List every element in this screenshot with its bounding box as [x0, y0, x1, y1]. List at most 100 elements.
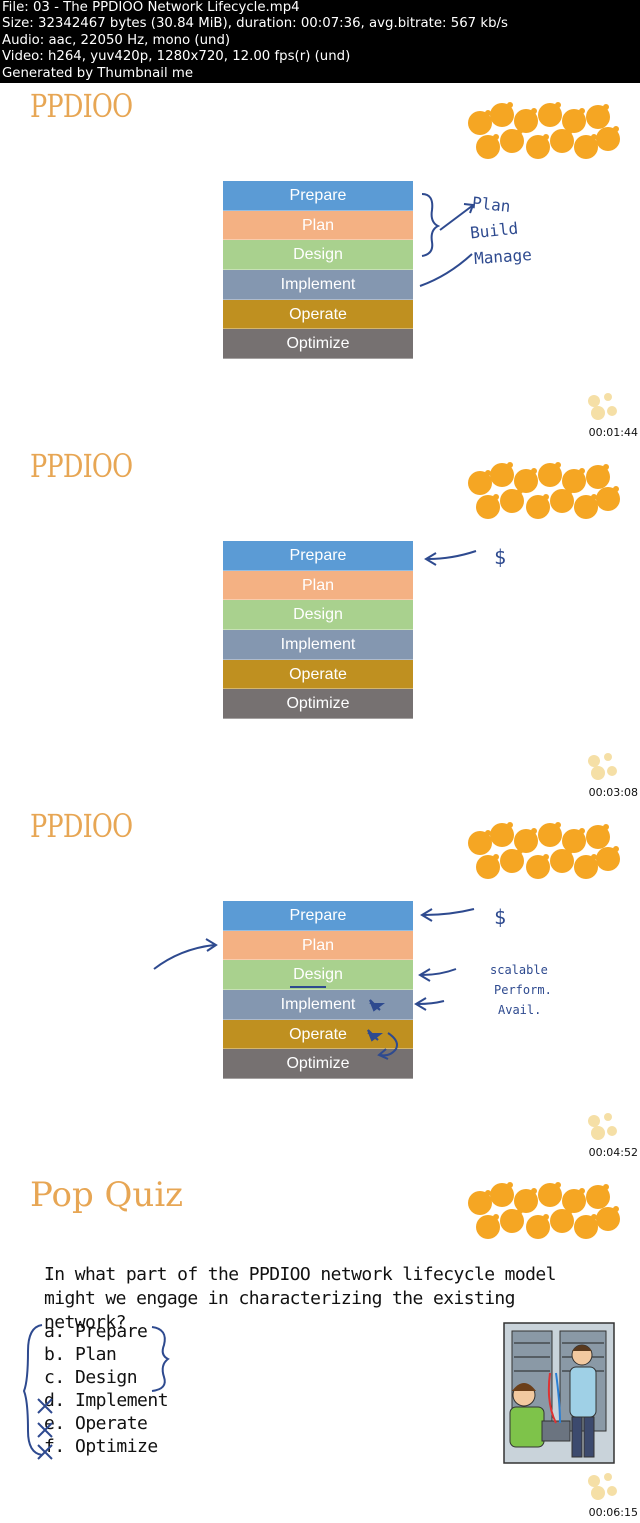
logo-dot-small: [517, 488, 523, 494]
note-manage: Manage: [473, 245, 533, 268]
quiz-title: Pop Quiz: [30, 1175, 184, 1215]
logo-dot-small: [579, 1188, 585, 1194]
logo-dot: [562, 469, 586, 493]
logo-dot-small: [579, 828, 585, 834]
logo-dot-small: [555, 462, 561, 468]
logo-dot: [596, 487, 620, 511]
logo-dot: [562, 829, 586, 853]
logo-dot: [490, 1183, 514, 1207]
logo-dot: [574, 855, 598, 879]
lifecycle-phase-implement: Implement: [223, 630, 413, 660]
logo-dot: [500, 849, 524, 873]
logo-dot: [468, 111, 492, 135]
logo-dot: [490, 463, 514, 487]
logo-dot: [586, 465, 610, 489]
logo-dot: [550, 129, 574, 153]
watermark-dot: [591, 766, 605, 780]
watermark-icon: [588, 1473, 617, 1500]
logo-icon: [468, 462, 620, 519]
logo-dot-small: [579, 468, 585, 474]
lifecycle-phase-prepare: Prepare: [223, 901, 413, 931]
logo-dot-small: [485, 110, 491, 116]
lifecycle-phase-optimize: Optimize: [223, 689, 413, 720]
logo-dot: [500, 489, 524, 513]
note-dollar: $: [494, 905, 507, 929]
logo-dot-small: [591, 1214, 597, 1220]
logo-dot: [526, 135, 550, 159]
arrow-annotations: [153, 908, 475, 1060]
logo-dot: [476, 135, 500, 159]
logo-dot: [586, 105, 610, 129]
timestamp: 00:03:08: [588, 786, 638, 799]
logo-dot-small: [591, 494, 597, 500]
quiz-option-a[interactable]: a. Prepare: [44, 1321, 148, 1342]
lifecycle-phase-design: Design: [223, 960, 413, 991]
logo-dot-small: [603, 464, 609, 470]
logo-dot-small: [555, 822, 561, 828]
logo-dot-small: [543, 134, 549, 140]
logo-dot: [468, 831, 492, 855]
watermark-icon: [588, 1113, 617, 1140]
logo-dot-small: [603, 104, 609, 110]
slide-title: PPDIOO: [30, 87, 133, 125]
logo-dot: [574, 495, 598, 519]
quiz-option-c[interactable]: c. Design: [44, 1367, 138, 1388]
logo-dot-small: [493, 134, 499, 140]
timestamp: 00:04:52: [588, 1146, 638, 1159]
file-info-header: File: 03 - The PPDIOO Network Lifecycle.…: [0, 0, 640, 83]
lifecycle-phase-implement: Implement: [223, 270, 413, 300]
logo-dot-small: [517, 1208, 523, 1214]
lifecycle-phase-plan: Plan: [223, 570, 413, 601]
logo-dot-small: [567, 848, 573, 854]
logo-dot-small: [493, 854, 499, 860]
logo-dot: [586, 825, 610, 849]
quiz-option-b[interactable]: b. Plan: [44, 1344, 117, 1365]
logo-dot-small: [579, 108, 585, 114]
watermark-dot: [604, 1473, 612, 1481]
logo-dot: [514, 469, 538, 493]
logo-dot-small: [591, 854, 597, 860]
logo-dot-small: [567, 488, 573, 494]
lifecycle-phase-operate: Operate: [223, 1019, 413, 1050]
quiz-option-d[interactable]: d. Implement: [44, 1390, 169, 1411]
logo-dot-small: [603, 1184, 609, 1190]
logo-dot-small: [507, 822, 513, 828]
logo-dot: [562, 1189, 586, 1213]
note-plan: Plan: [471, 193, 512, 216]
logo-dot: [490, 823, 514, 847]
note-build: Build: [469, 218, 520, 243]
logo-icon: [468, 102, 620, 159]
logo-dot: [500, 129, 524, 153]
logo-icon: [468, 1182, 620, 1239]
file-name-line: File: 03 - The PPDIOO Network Lifecycle.…: [2, 0, 300, 15]
quiz-option-e[interactable]: e. Operate: [44, 1413, 148, 1434]
lifecycle-phase-plan: Plan: [223, 210, 413, 241]
quiz-option-f[interactable]: f. Optimize: [44, 1436, 158, 1457]
watermark-dot: [591, 1486, 605, 1500]
note-perform: Perform.: [494, 983, 552, 997]
watermark-dot: [588, 1475, 600, 1487]
logo-dot: [550, 849, 574, 873]
watermark-dot: [588, 395, 600, 407]
logo-dot-small: [531, 1188, 537, 1194]
logo-dot-small: [543, 494, 549, 500]
lifecycle-phase-prepare: Prepare: [223, 541, 413, 571]
logo-dot: [526, 495, 550, 519]
logo-dot: [514, 829, 538, 853]
thumbnail-frame-4[interactable]: Pop Quiz In what part of the PPDIOO netw…: [0, 1163, 640, 1523]
logo-dot-small: [567, 128, 573, 134]
logo-dot: [490, 103, 514, 127]
lifecycle-phase-optimize: Optimize: [223, 329, 413, 360]
logo-dot-small: [603, 824, 609, 830]
watermark-icon: [588, 393, 617, 420]
watermark-icon: [588, 753, 617, 780]
watermark-dot: [604, 1113, 612, 1121]
logo-dot-small: [507, 102, 513, 108]
watermark-dot: [588, 1115, 600, 1127]
logo-dot: [550, 1209, 574, 1233]
logo-dot: [586, 1185, 610, 1209]
logo-dot-small: [613, 126, 619, 132]
